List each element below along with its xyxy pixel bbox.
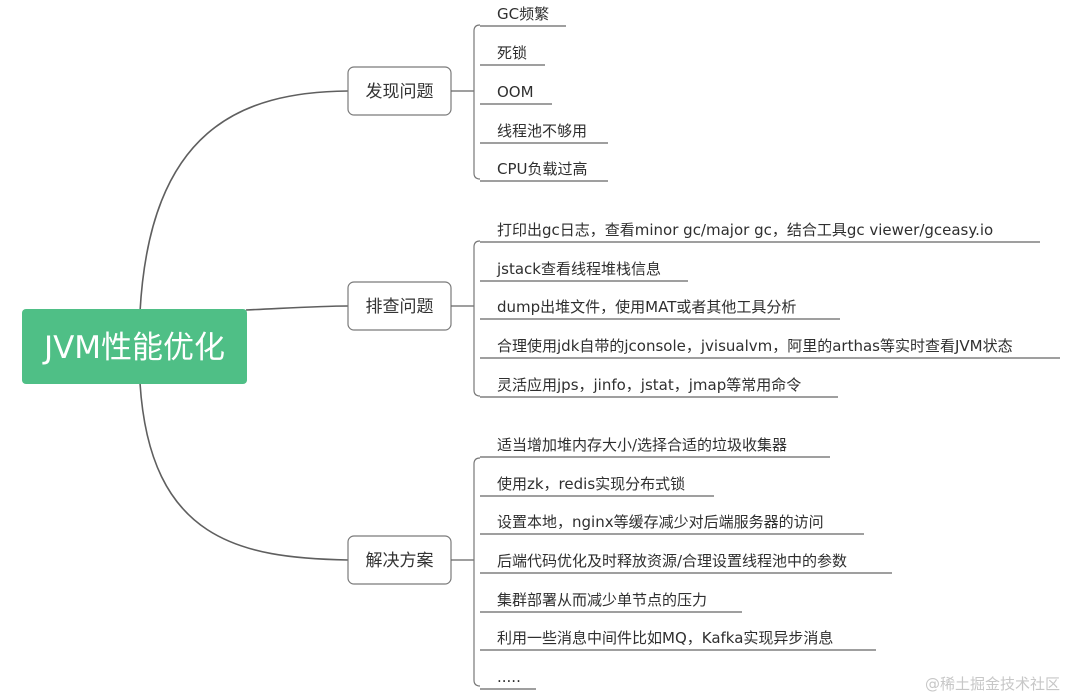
leaf-jdk-commands: 灵活应用jps，jinfo，jstat，jmap等常用命令 xyxy=(497,376,801,394)
leaf-gc-frequent: GC频繁 xyxy=(497,5,549,23)
leaf-cpu-high-load: CPU负载过高 xyxy=(497,160,588,178)
branch-solutions-bracket xyxy=(473,457,481,687)
watermark: @稀土掘金技术社区 xyxy=(925,675,1060,693)
branch-investigate-problems-bracket xyxy=(473,240,481,397)
branch-investigate-problems-label: 排查问题 xyxy=(366,297,434,317)
leaf-heap-dump: dump出堆文件，使用MAT或者其他工具分析 xyxy=(497,298,796,316)
leaf-deadlock: 死锁 xyxy=(497,44,527,62)
leaf-message-queue: 利用一些消息中间件比如MQ，Kafka实现异步消息 xyxy=(497,629,833,647)
root-node-label: JVM性能优化 xyxy=(42,330,225,366)
leaf-oom: OOM xyxy=(497,83,534,101)
branch-investigate-problems[interactable]: 排查问题 xyxy=(347,281,452,331)
leaf-jstack: jstack查看线程堆栈信息 xyxy=(496,260,661,278)
root-node-box xyxy=(22,309,247,384)
branch-discover-problems-bracket xyxy=(473,24,481,180)
branch-discover-problems[interactable]: 发现问题 xyxy=(347,66,452,116)
leaf-monitor-tools: 合理使用jdk自带的jconsole，jvisualvm，阿里的arthas等实… xyxy=(497,337,1013,355)
leaf-cluster-deploy: 集群部署从而减少单节点的压力 xyxy=(497,591,707,609)
branch-discover-problems-label: 发现问题 xyxy=(366,82,434,102)
connector-root-branch-2 xyxy=(245,305,349,311)
leaf-ellipsis: ..... xyxy=(497,668,521,686)
leaf-code-optimization: 后端代码优化及时释放资源/合理设置线程池中的参数 xyxy=(497,552,847,570)
root-node[interactable]: JVM性能优化 xyxy=(22,309,247,384)
connector-root-branch-3 xyxy=(139,382,349,561)
branch-solutions-label: 解决方案 xyxy=(366,551,434,571)
leaf-gc-log: 打印出gc日志，查看minor gc/major gc，结合工具gc viewe… xyxy=(497,221,993,239)
branch-solutions[interactable]: 解决方案 xyxy=(347,535,452,585)
leaf-distributed-lock: 使用zk，redis实现分布式锁 xyxy=(497,475,685,493)
leaf-threadpool-insufficient: 线程池不够用 xyxy=(497,122,587,140)
leaf-cache: 设置本地，nginx等缓存减少对后端服务器的访问 xyxy=(497,513,824,531)
leaf-heap-size-gc: 适当增加堆内存大小/选择合适的垃圾收集器 xyxy=(497,436,787,454)
connector-root-branch-1 xyxy=(139,90,349,313)
